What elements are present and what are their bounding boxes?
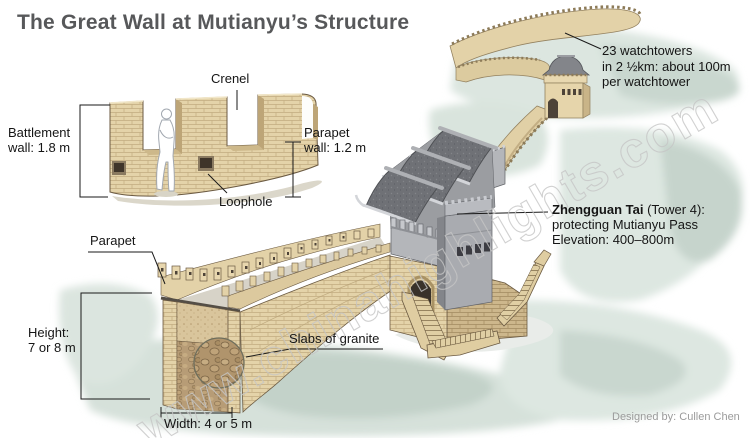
watchtower-windows bbox=[562, 89, 582, 95]
loophole-label: Loophole bbox=[219, 194, 273, 209]
battlement-wall-illustration bbox=[109, 93, 322, 206]
right-staircase bbox=[496, 249, 552, 327]
battlement-wall-face bbox=[109, 93, 319, 197]
zhengguan-tai-name: Zhengguan Tai bbox=[552, 202, 644, 217]
height-label: Height: 7 or 8 m bbox=[28, 325, 76, 355]
wall-cross-section-illustration bbox=[157, 223, 393, 414]
page-title: The Great Wall at Mutianyu’s Structure bbox=[17, 11, 410, 34]
parapet-wall-bracket bbox=[285, 141, 301, 198]
width-label: Width: 4 or 5 m bbox=[164, 416, 253, 431]
watchtowers-note-line2: in 2 ½km: about 100m bbox=[602, 58, 731, 74]
watchtower-illustration bbox=[541, 55, 591, 119]
parapet-wall-label: Parapet wall: 1.2 m bbox=[304, 125, 366, 155]
annotation-lines bbox=[79, 32, 602, 418]
height-label-line2: 7 or 8 m bbox=[28, 340, 76, 355]
magnifier-circle bbox=[193, 337, 245, 389]
zhengguan-tai-label: Zhengguan Tai (Tower 4): protecting Muti… bbox=[552, 202, 705, 247]
wall-outer-face bbox=[239, 254, 393, 413]
watchtowers-leader-line bbox=[564, 32, 602, 50]
merlon-row-right bbox=[221, 244, 382, 297]
loophole-leader-line bbox=[207, 173, 228, 194]
battlement-wall-label: Battlement wall: 1.8 m bbox=[8, 125, 70, 155]
slabs-leader-line bbox=[245, 348, 383, 358]
battlement-wall-label-line2: wall: 1.8 m bbox=[8, 140, 71, 155]
zhengguan-tai-line3: Elevation: 400–800m bbox=[552, 232, 675, 247]
watchtower-door bbox=[548, 98, 558, 118]
parapet-outer-band bbox=[227, 242, 391, 310]
person-figure bbox=[154, 108, 178, 197]
parapet-leader-line bbox=[88, 251, 166, 285]
slabs-of-granite-label: Slabs of granite bbox=[289, 331, 380, 346]
merlon-loopholes-left bbox=[161, 236, 345, 276]
parapet-wall-label-line1: Parapet bbox=[304, 125, 350, 140]
width-bracket bbox=[160, 407, 233, 418]
credit: Designed by: Cullen Chen bbox=[612, 411, 740, 423]
height-bracket bbox=[80, 292, 152, 400]
zhengguan-tai-line2: protecting Mutianyu Pass bbox=[552, 217, 698, 232]
watchtowers-note-line1: 23 watchtowers bbox=[602, 43, 693, 58]
battlement-bracket bbox=[79, 104, 110, 198]
watchtowers-note-line3: per watchtower bbox=[602, 74, 691, 89]
height-label-line1: Height: bbox=[28, 325, 70, 340]
front-staircase bbox=[401, 291, 501, 361]
parapet-wall-label-line2: wall: 1.2 m bbox=[304, 140, 367, 155]
watchtowers-note: 23 watchtowers in 2 ½km: about 100m per … bbox=[602, 43, 731, 90]
parapet-label: Parapet bbox=[90, 233, 136, 248]
zhengguan-tai-name-rest: (Tower 4): bbox=[643, 202, 705, 217]
front-block-windows bbox=[457, 242, 490, 256]
loophole-opening bbox=[112, 156, 214, 175]
battlement-wall-label-line1: Battlement bbox=[8, 125, 71, 140]
crenel-label: Crenel bbox=[211, 71, 250, 86]
zhengguan-leader-line bbox=[456, 211, 549, 215]
